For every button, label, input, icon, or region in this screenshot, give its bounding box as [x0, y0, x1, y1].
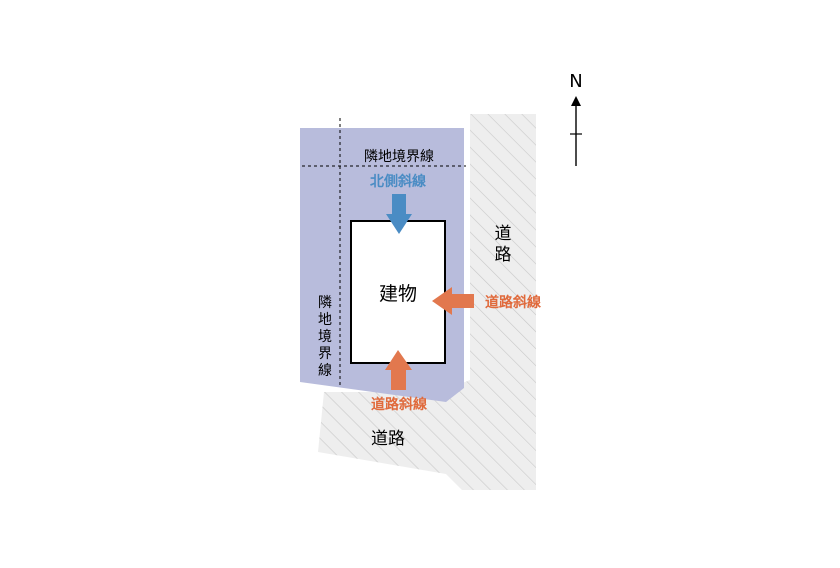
north-slope-arrow	[386, 194, 412, 234]
building-label: 建物	[379, 283, 417, 305]
road-area	[318, 114, 536, 490]
compass-north-label: N	[569, 71, 582, 92]
neighbor-boundary-char: 線	[318, 363, 332, 379]
north-slope-label: 北側斜線	[370, 173, 426, 190]
road-bottom-area	[318, 380, 470, 490]
road-slope-label-right: 道路斜線	[485, 294, 541, 311]
neighbor-boundary-char: 界	[318, 346, 332, 362]
road-slope-arrow-bottom	[385, 350, 412, 390]
north-arrow-icon	[571, 96, 581, 106]
road-label-bottom: 道路	[371, 429, 405, 449]
road-label-right: 道 路	[495, 224, 512, 265]
neighbor-boundary-char: 地	[318, 312, 332, 328]
road-slope-label-bottom: 道路斜線	[371, 396, 427, 413]
neighbor-boundary-label-side: 隣 地 境 界 線	[318, 295, 332, 379]
north-compass: N	[569, 71, 583, 166]
neighbor-boundary-label-top: 隣地境界線	[364, 149, 434, 165]
road-slope-arrow-right	[432, 287, 474, 315]
building-footprint	[350, 220, 446, 364]
neighbor-boundary-char: 隣	[318, 295, 332, 311]
road-right-area	[450, 114, 536, 490]
road-right-char: 道	[495, 224, 512, 244]
road-right-char: 路	[495, 245, 512, 265]
neighbor-boundary-char: 境	[318, 329, 332, 345]
